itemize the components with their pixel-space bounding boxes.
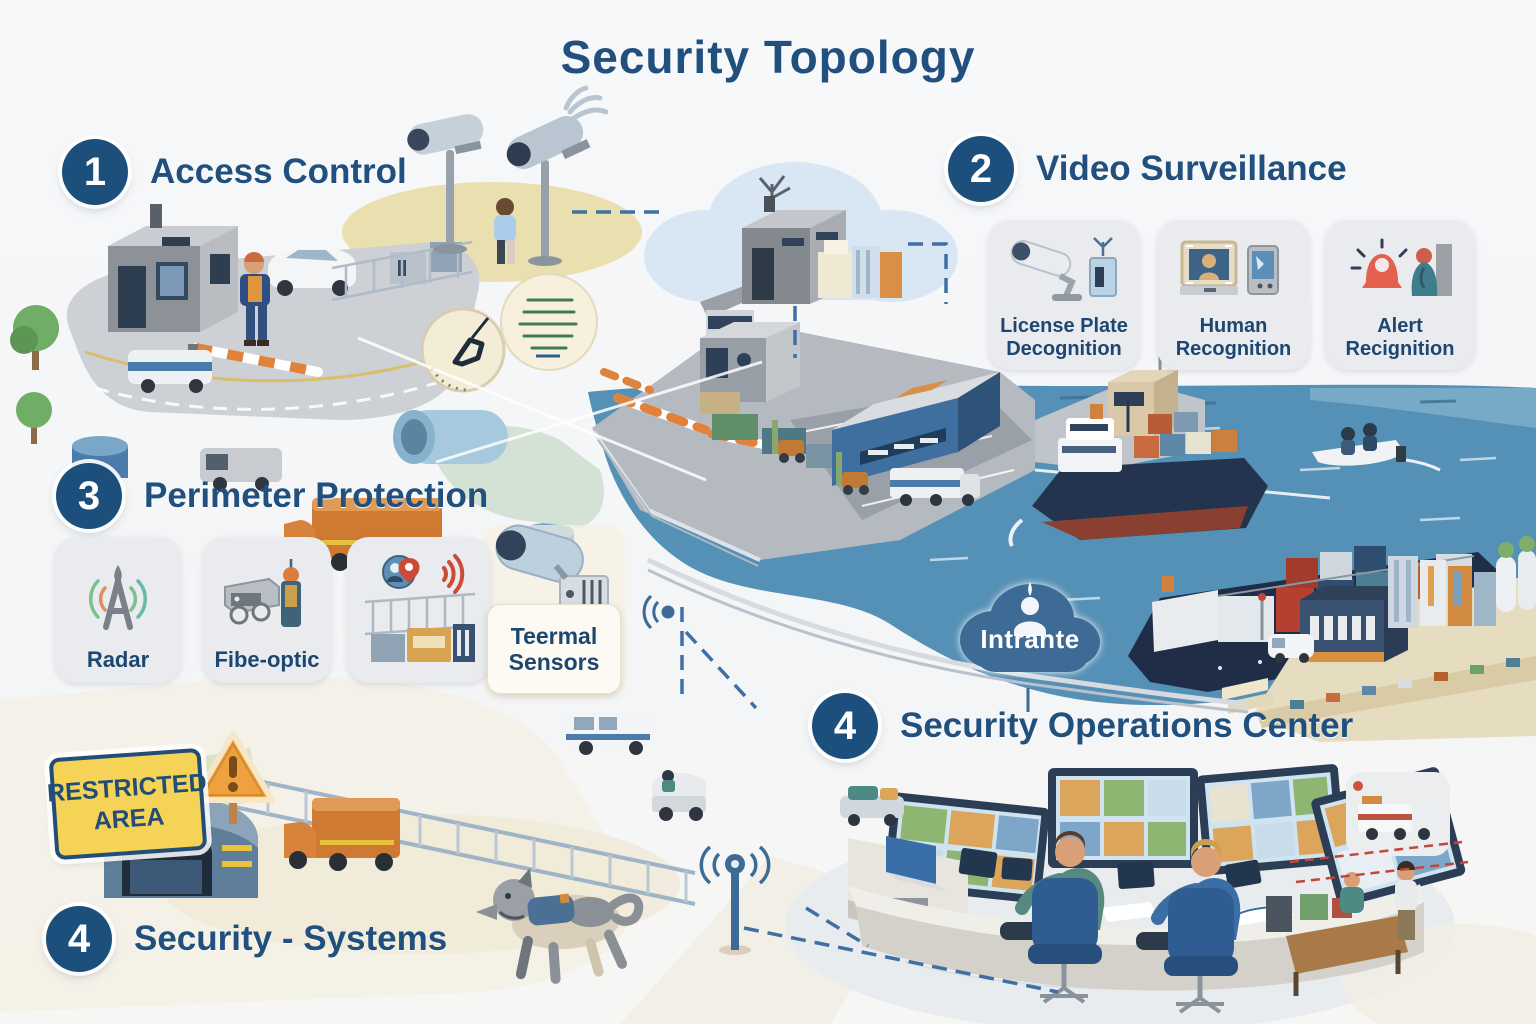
badge-number: 2 (969, 146, 993, 191)
person-pin-icon (355, 547, 482, 673)
badge-number: 4 (833, 703, 857, 748)
alert-bell-icon (1333, 230, 1467, 315)
pedestrian (494, 198, 516, 264)
access-control-scene (10, 204, 574, 571)
perimeter-fence (228, 773, 696, 906)
section-security-systems: 4 Security - Systems (46, 906, 447, 972)
forklifts (772, 420, 869, 495)
note-bubble (500, 273, 598, 371)
person-icon (1014, 582, 1046, 636)
warehouse (832, 372, 1000, 486)
card-alert-recognition: Alert Recignition (1325, 220, 1475, 370)
badge-number: 1 (83, 149, 107, 194)
cloud-shape (960, 582, 1100, 672)
card-intrusion-detection (347, 537, 490, 683)
section-access-control: 1 Access Control (62, 139, 407, 205)
face-monitor-icon (1165, 230, 1302, 315)
dock-scene (1222, 536, 1536, 742)
restricted-truck (284, 798, 400, 871)
card-label: Radar (86, 647, 150, 673)
badge-number: 3 (77, 473, 101, 518)
section-perimeter-protection: 3 Perimeter Protection (56, 463, 488, 529)
section-number-badge: 3 (56, 463, 122, 529)
white-van (566, 712, 650, 755)
dock-buildings (1300, 556, 1496, 662)
island-truck (890, 468, 980, 506)
culvert-pipe (393, 410, 508, 464)
warning-triangle-sign (191, 731, 275, 824)
clock-dial (420, 307, 506, 393)
card-label: Human Recognition (1175, 315, 1292, 360)
cctv-camera-icon (996, 230, 1132, 315)
intranet-cloud: Intrante (950, 566, 1110, 688)
restricted-line2: AREA (92, 802, 166, 836)
network-cloud-building (644, 162, 958, 318)
card-radar: Radar (55, 537, 181, 683)
radar-antenna-icon (63, 547, 173, 648)
section-number-badge: 2 (948, 136, 1014, 202)
section-label: Security Operations Center (900, 706, 1354, 745)
security-operations-center-scene (840, 764, 1466, 1014)
section-video-surveillance: 2 Video Surveillance (948, 136, 1347, 202)
badge-number: 4 (67, 916, 91, 961)
card-license-plate-recognition: License Plate Decognition (988, 220, 1140, 370)
section-operations-center: 4 Security Operations Center (812, 693, 1353, 759)
wifi-signal-icon (441, 554, 464, 594)
trees (10, 305, 59, 444)
quay-containers (1290, 658, 1520, 709)
thermal-label: Teermal Sensors (508, 622, 600, 675)
security-guard (240, 252, 270, 346)
wireless-sensor-pole (699, 845, 771, 955)
side-bench (1266, 861, 1417, 996)
section-label: Perimeter Protection (144, 476, 489, 515)
wifi-sensor-small (642, 594, 675, 630)
card-fiber-optic: Fibe-optic (203, 537, 331, 683)
silos (1496, 536, 1536, 612)
operator-1 (1000, 831, 1105, 1004)
utility-cart (652, 770, 706, 821)
section-label: Security - Systems (134, 919, 448, 958)
card-label: Alert Recignition (1345, 315, 1455, 360)
dock-van (1268, 634, 1314, 663)
card-label: Fibe-optic (214, 647, 320, 673)
fiber-optic-device-icon (211, 547, 323, 648)
model-truck (840, 786, 904, 826)
truck-card (1346, 772, 1450, 856)
page-title: Security Topology (560, 31, 976, 83)
card-human-recognition: Human Recognition (1157, 220, 1310, 370)
thermal-sensors-bubble: Teermal Sensors (487, 604, 621, 694)
section-number-badge: 4 (46, 906, 112, 972)
security-dog (476, 868, 644, 984)
cctv-cameras (407, 85, 609, 266)
connectors (572, 210, 1469, 994)
patrol-boat (1312, 423, 1441, 472)
patrol-van (128, 350, 212, 393)
cloud-label: Intrante (980, 624, 1080, 654)
checkpoint-tower (700, 310, 800, 402)
operator-2 (1136, 839, 1241, 1014)
car (268, 249, 356, 296)
section-label: Video Surveillance (1036, 149, 1347, 188)
section-label: Access Control (150, 152, 407, 191)
cargo-ship-small (1008, 398, 1268, 547)
section-number-badge: 1 (62, 139, 128, 205)
section-number-badge: 4 (812, 693, 878, 759)
cargo-cart (200, 448, 282, 491)
restricted-area-sign: RESTRICTED AREA (46, 747, 208, 861)
card-label: License Plate Decognition (1000, 315, 1128, 360)
guard-house (108, 204, 238, 332)
